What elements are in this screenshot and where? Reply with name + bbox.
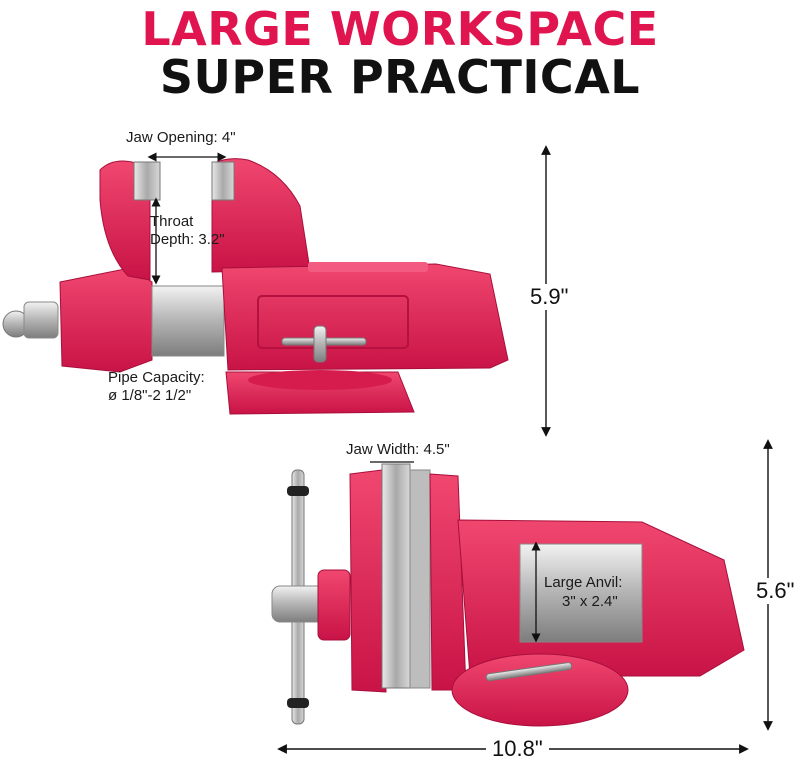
headline-line-1: LARGE WORKSPACE <box>141 2 659 56</box>
anvil-label-line-1: Large Anvil: <box>544 574 623 591</box>
throat-depth-label-line-1: Throat <box>150 213 194 230</box>
throat-depth-label-line-2: Depth: 3.2" <box>150 231 225 248</box>
jaw-opening-label: Jaw Opening: 4" <box>126 129 236 146</box>
top-view <box>271 463 745 727</box>
pipe-capacity-label-line-2: ø 1/8"-2 1/2" <box>108 387 192 404</box>
top-height-dimension: 5.6" <box>754 578 797 604</box>
side-height-dimension: 5.9" <box>528 284 571 310</box>
side-view <box>2 158 509 415</box>
headline-line-2: SUPER PRACTICAL <box>159 50 641 104</box>
anvil-label-line-2: 3" x 2.4" <box>562 593 618 610</box>
pipe-capacity-label-line-1: Pipe Capacity: <box>108 369 205 386</box>
length-dimension: 10.8" <box>486 736 549 762</box>
jaw-width-label: Jaw Width: 4.5" <box>346 441 450 458</box>
